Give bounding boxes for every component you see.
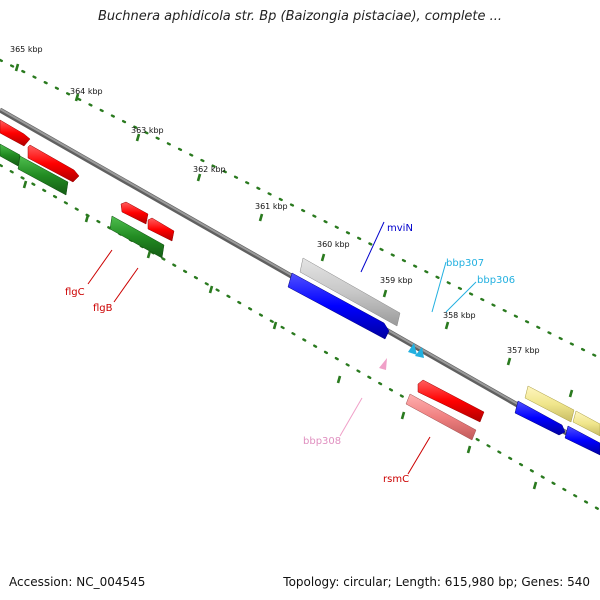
gene-arrow-yellow-1 [524, 385, 575, 423]
kbp-label-363: 363 kbp [131, 126, 164, 135]
map-title: Buchnera aphidicola str. Bp (Baizongia p… [97, 9, 503, 24]
gene-label-bbp308: bbp308 [303, 436, 341, 447]
kbp-label-365: 365 kbp [10, 45, 43, 54]
gene-labels: mviN bbp307 bbp306 flgC flgB bbp308 rsmC [65, 223, 515, 485]
gene-marker-bbp308 [379, 358, 387, 370]
kbp-label-359: 359 kbp [380, 276, 413, 285]
features-reverse-green[interactable] [0, 143, 165, 259]
gene-arrow-right-blue-2 [564, 425, 600, 456]
gene-arrow-left-green-2 [17, 155, 69, 196]
gene-arrow-flg-red-1 [120, 201, 149, 225]
outer-tick-ring [0, 58, 600, 360]
gene-arrow-flgB-green [109, 215, 165, 259]
gene-label-mviN: mviN [387, 223, 413, 234]
kbp-label-362: 362 kbp [193, 165, 226, 174]
gene-label-flgC: flgC [65, 287, 85, 298]
inner-tick-ring [0, 163, 600, 512]
features-right-edge[interactable] [514, 385, 600, 456]
features-rsmC-pink[interactable] [405, 393, 477, 441]
outer-major-ticks [14, 63, 574, 398]
small-gene-markers[interactable] [379, 343, 424, 370]
gene-arrow-flg-red-2 [147, 217, 175, 242]
kbp-label-360: 360 kbp [317, 240, 350, 249]
gene-arrow-right-blue-1 [514, 400, 566, 436]
gene-arrow-yellow-2 [572, 410, 600, 437]
inner-major-ticks [22, 180, 538, 490]
gene-arrow-left-red-1 [0, 119, 31, 147]
gene-arrow-rsmC-red [417, 379, 485, 423]
kbp-label-364: 364 kbp [70, 87, 103, 96]
gene-arrow-left-green-1 [0, 143, 21, 167]
label-leader-lines [87, 221, 477, 475]
gene-marker-bbp307 [408, 343, 417, 355]
kbp-scale-labels: 365 kbp 364 kbp 363 kbp 362 kbp 361 kbp … [10, 45, 540, 355]
gene-arrow-rsmC-pink [405, 393, 477, 441]
gene-marker-bbp306 [415, 347, 424, 358]
kbp-label-358: 358 kbp [443, 311, 476, 320]
gene-arrow-mviN-blue [287, 272, 390, 340]
features-forward-red[interactable] [0, 119, 485, 423]
accession-label: Accession: NC_004545 [9, 575, 146, 589]
gene-label-flgB: flgB [93, 303, 113, 314]
features-mviN[interactable] [287, 257, 401, 340]
gene-label-bbp306: bbp306 [477, 275, 515, 286]
gene-arrow-left-red-2 [27, 144, 80, 183]
gene-label-rsmC: rsmC [383, 474, 409, 485]
gene-arrow-grey [299, 257, 401, 327]
kbp-label-357: 357 kbp [507, 346, 540, 355]
genome-stats-label: Topology: circular; Length: 615,980 bp; … [283, 575, 590, 589]
gene-label-bbp307: bbp307 [446, 258, 484, 269]
kbp-label-361: 361 kbp [255, 202, 288, 211]
